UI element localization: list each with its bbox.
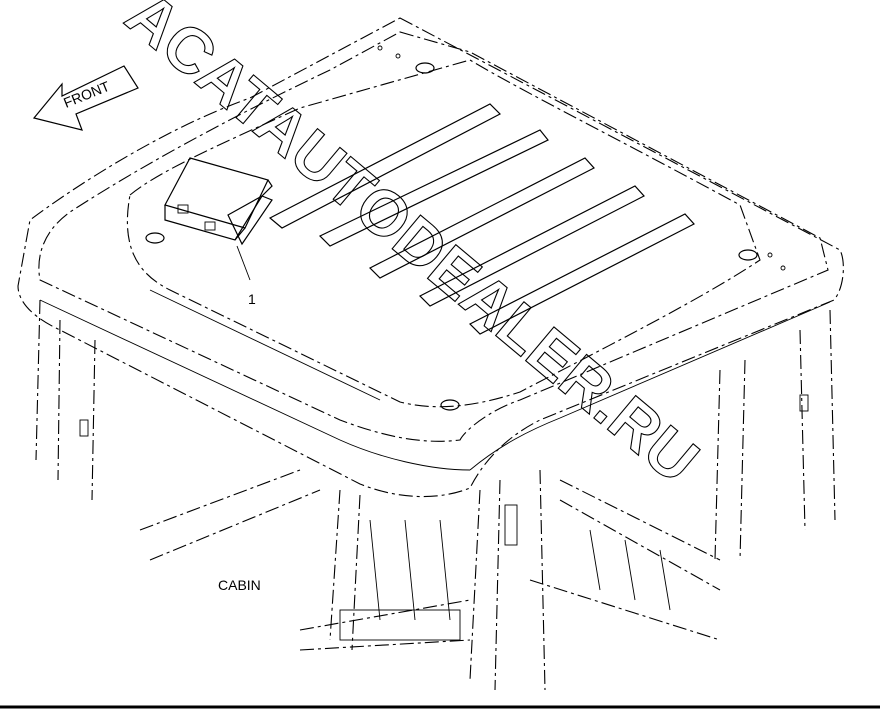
roof-ribs xyxy=(268,103,695,335)
cabin-label: CABIN xyxy=(218,577,261,593)
cabin-roof xyxy=(17,17,844,498)
front-label: FRONT xyxy=(61,78,112,111)
cabin-frame xyxy=(35,299,836,691)
roof-bolts xyxy=(145,45,786,411)
part-number-label: 1 xyxy=(248,291,256,307)
front-arrow: FRONT xyxy=(32,65,139,131)
part-1-module: 1 xyxy=(164,157,273,307)
watermark-text: ACATAUTODEALER.RU xyxy=(113,0,712,497)
